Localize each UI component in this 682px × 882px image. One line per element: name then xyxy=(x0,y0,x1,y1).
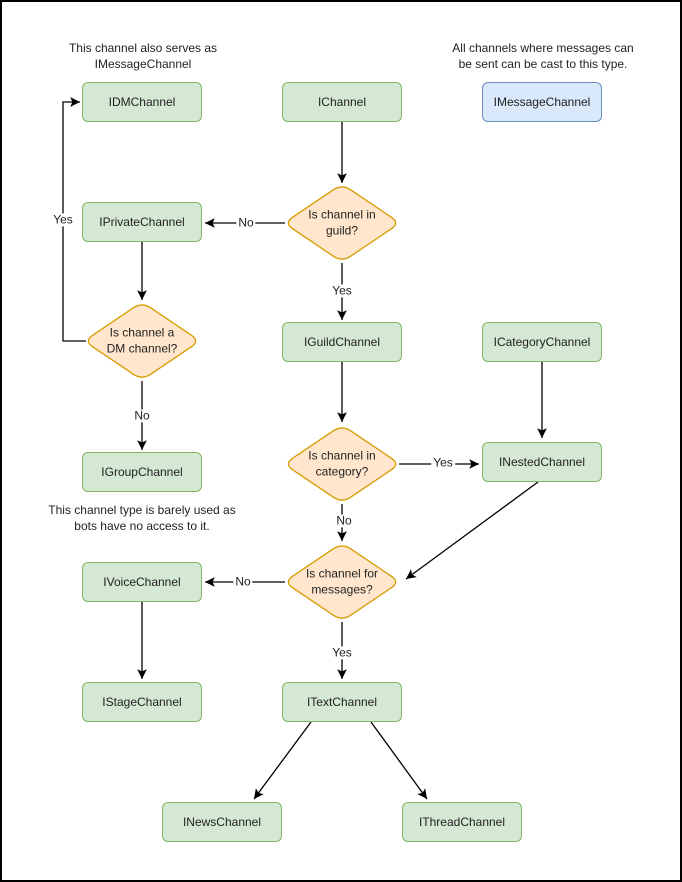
edge-label-guild-yes: Yes xyxy=(330,283,354,298)
node-inewschannel: INewsChannel xyxy=(162,802,282,842)
node-inestedchannel: INestedChannel xyxy=(482,442,602,482)
caption-idm-note: This channel also serves as IMessageChan… xyxy=(68,41,218,71)
edge-label-dm-no: No xyxy=(132,408,152,423)
node-iguildchannel: IGuildChannel xyxy=(282,322,402,362)
edge-label-messages-yes: Yes xyxy=(330,645,354,660)
decision-messages-label: Is channel for messages? xyxy=(305,566,379,596)
caption-imessage-note: All channels where messages can be sent … xyxy=(452,41,634,71)
edge-label-guild-no: No xyxy=(236,215,256,230)
edge-label-dm-yes: Yes xyxy=(51,212,75,227)
caption-group-note: This channel type is barely used as bots… xyxy=(48,503,236,533)
node-imessagechannel: IMessageChannel xyxy=(482,82,602,122)
edge-label-category-no: No xyxy=(334,513,354,528)
decision-category-label: Is channel in category? xyxy=(308,448,376,478)
node-ichannel: IChannel xyxy=(282,82,402,122)
node-icategorychannel: ICategoryChannel xyxy=(482,322,602,362)
edge-label-category-yes: Yes xyxy=(431,455,455,470)
edge-itextchannel-to-inewschannel xyxy=(253,721,312,800)
edge-label-messages-no: No xyxy=(233,574,253,589)
node-ivoicechannel: IVoiceChannel xyxy=(82,562,202,602)
edge-itextchannel-to-ithreadchannel xyxy=(370,721,428,800)
node-istagechannel: IStageChannel xyxy=(82,682,202,722)
node-ithreadchannel: IThreadChannel xyxy=(402,802,522,842)
node-itextchannel: ITextChannel xyxy=(282,682,402,722)
decision-guild-label: Is channel in guild? xyxy=(308,207,376,237)
decision-dm-label: Is channel a DM channel? xyxy=(106,325,178,355)
edge-inestedchannel-to-messages-decision xyxy=(405,481,539,580)
node-iprivatechannel: IPrivateChannel xyxy=(82,202,202,242)
node-idmchannel: IDMChannel xyxy=(82,82,202,122)
node-igroupchannel: IGroupChannel xyxy=(82,452,202,492)
